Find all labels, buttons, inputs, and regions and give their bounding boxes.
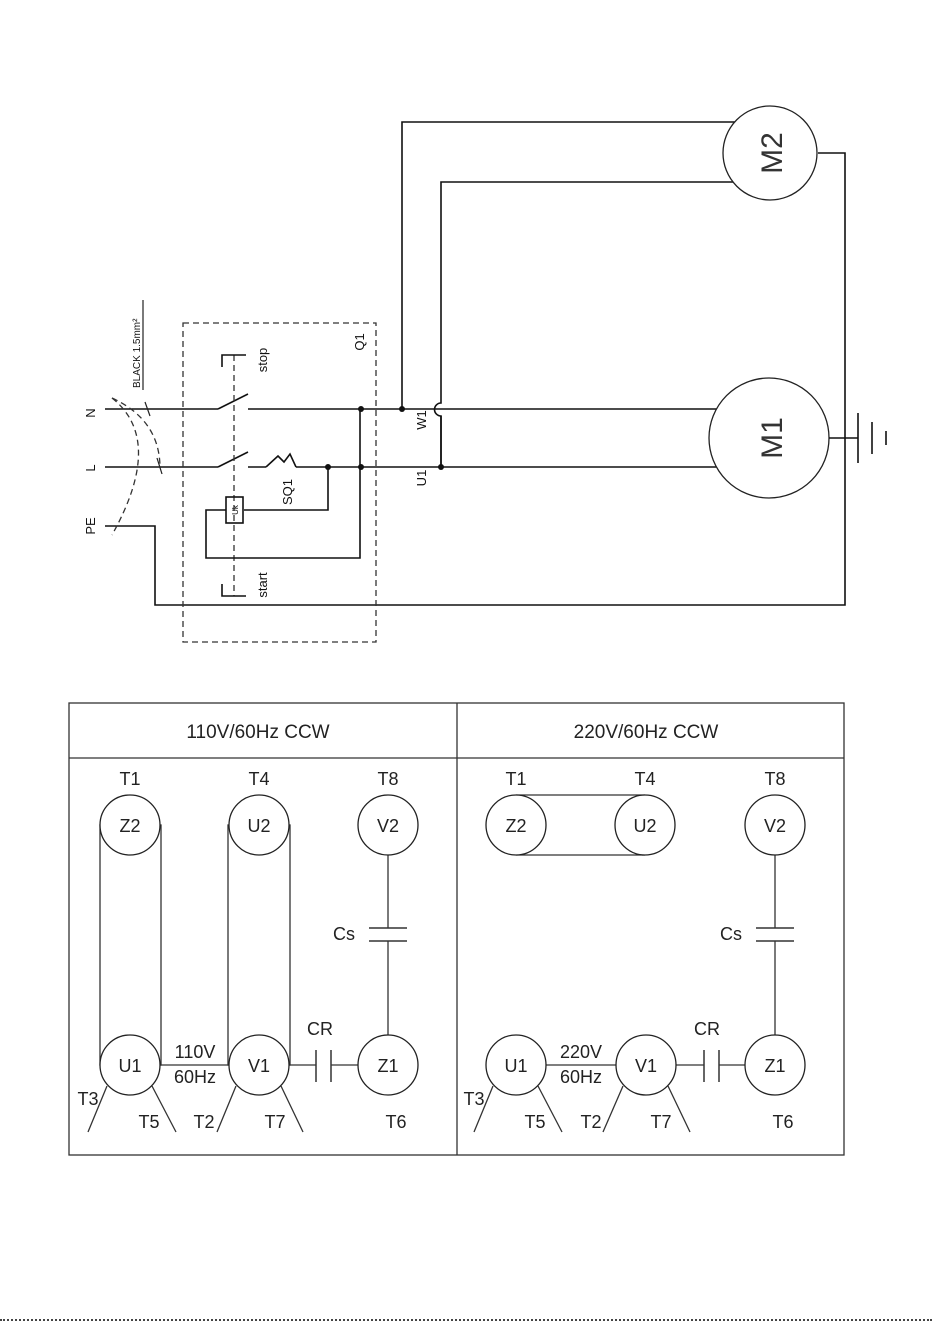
- node-u2-label: U2: [247, 816, 270, 836]
- page-edge-divider: [0, 1319, 932, 1321]
- cap-run-label: CR: [694, 1019, 720, 1039]
- junction-l-q1: [358, 464, 364, 470]
- node-u1-label: U1: [504, 1056, 527, 1076]
- cable-label: BLACK 1.5mm²: [132, 318, 143, 388]
- lead-t2-label: T2: [580, 1112, 601, 1132]
- supply-voltage: 220V: [560, 1042, 602, 1062]
- line-label-l: L: [83, 464, 98, 471]
- config-220v: Z2 U2 V2 U1 V1 Z1 T1 T4 T8 Cs CR 220V 60…: [463, 769, 805, 1132]
- lead-t5-label: T5: [524, 1112, 545, 1132]
- line-label-n: N: [83, 408, 98, 417]
- node-u2-label: U2: [633, 816, 656, 836]
- lead-t6-label: T6: [772, 1112, 793, 1132]
- cap-start-label: Cs: [333, 924, 355, 944]
- motor-schematic: N L PE BLACK 1.5mm² Q1 stop start: [83, 106, 886, 642]
- terminal-t4: T4: [634, 769, 655, 789]
- lead-t7-label: T7: [650, 1112, 671, 1132]
- wire-m2-n: [402, 122, 740, 409]
- node-v1-label: V1: [635, 1056, 657, 1076]
- node-u1-label: U1: [118, 1056, 141, 1076]
- node-v2-label: V2: [377, 816, 399, 836]
- supply-frequency: 60Hz: [174, 1067, 216, 1087]
- col-220v-header: 220V/60Hz CCW: [574, 722, 719, 743]
- contact-l: [218, 452, 248, 467]
- junction-sq1: [325, 464, 331, 470]
- motor-m1-label: M1: [756, 417, 789, 459]
- sq1-contact: [266, 454, 296, 467]
- line-label-pe: PE: [83, 517, 98, 535]
- terminal-t1: T1: [119, 769, 140, 789]
- wiring-table: 110V/60Hz CCW 220V/60Hz CCW Z2 U2: [69, 703, 844, 1155]
- terminal-t1: T1: [505, 769, 526, 789]
- terminal-t4: T4: [248, 769, 269, 789]
- link-u2-v1: [228, 825, 290, 1065]
- node-z1-label: Z1: [377, 1056, 398, 1076]
- motor-m2-label: M2: [756, 132, 789, 174]
- lead-t5-label: T5: [138, 1112, 159, 1132]
- terminal-t8: T8: [764, 769, 785, 789]
- node-z1-label: Z1: [764, 1056, 785, 1076]
- lead-t2-label: T2: [193, 1112, 214, 1132]
- junction-n-q1: [358, 406, 364, 412]
- cap-start-label: Cs: [720, 924, 742, 944]
- node-v2-label: V2: [764, 816, 786, 836]
- lead-t3-label: T3: [77, 1089, 98, 1109]
- wire-m2-return: [818, 153, 845, 438]
- stop-label: stop: [255, 348, 270, 373]
- config-110v: Z2 U2 V2 U1 V1 Z1 T1 T4 T8 Cs CR 110V 60…: [77, 769, 418, 1132]
- wire-m2-l: [435, 182, 735, 467]
- cap-run-label: CR: [307, 1019, 333, 1039]
- link-z2-u1: [100, 825, 161, 1065]
- supply-voltage: 110V: [175, 1042, 216, 1062]
- lead-t2: [217, 1086, 236, 1132]
- terminal-w1-label: W1: [414, 410, 429, 430]
- lead-t2: [603, 1086, 623, 1132]
- uk-label: Uk: [231, 504, 240, 515]
- sq1-label: SQ1: [280, 479, 295, 505]
- node-z2-label: Z2: [119, 816, 140, 836]
- lead-t6-label: T6: [385, 1112, 406, 1132]
- supply-frequency: 60Hz: [560, 1067, 602, 1087]
- terminal-t8: T8: [377, 769, 398, 789]
- q1-label: Q1: [352, 333, 367, 350]
- lead-t3-label: T3: [463, 1089, 484, 1109]
- node-z2-label: Z2: [505, 816, 526, 836]
- lead-t7-label: T7: [264, 1112, 285, 1132]
- terminal-u1-label: U1: [414, 470, 429, 487]
- col-110v-header: 110V/60Hz CCW: [186, 722, 329, 743]
- contact-n: [218, 394, 248, 409]
- node-v1-label: V1: [248, 1056, 270, 1076]
- start-label: start: [255, 572, 270, 598]
